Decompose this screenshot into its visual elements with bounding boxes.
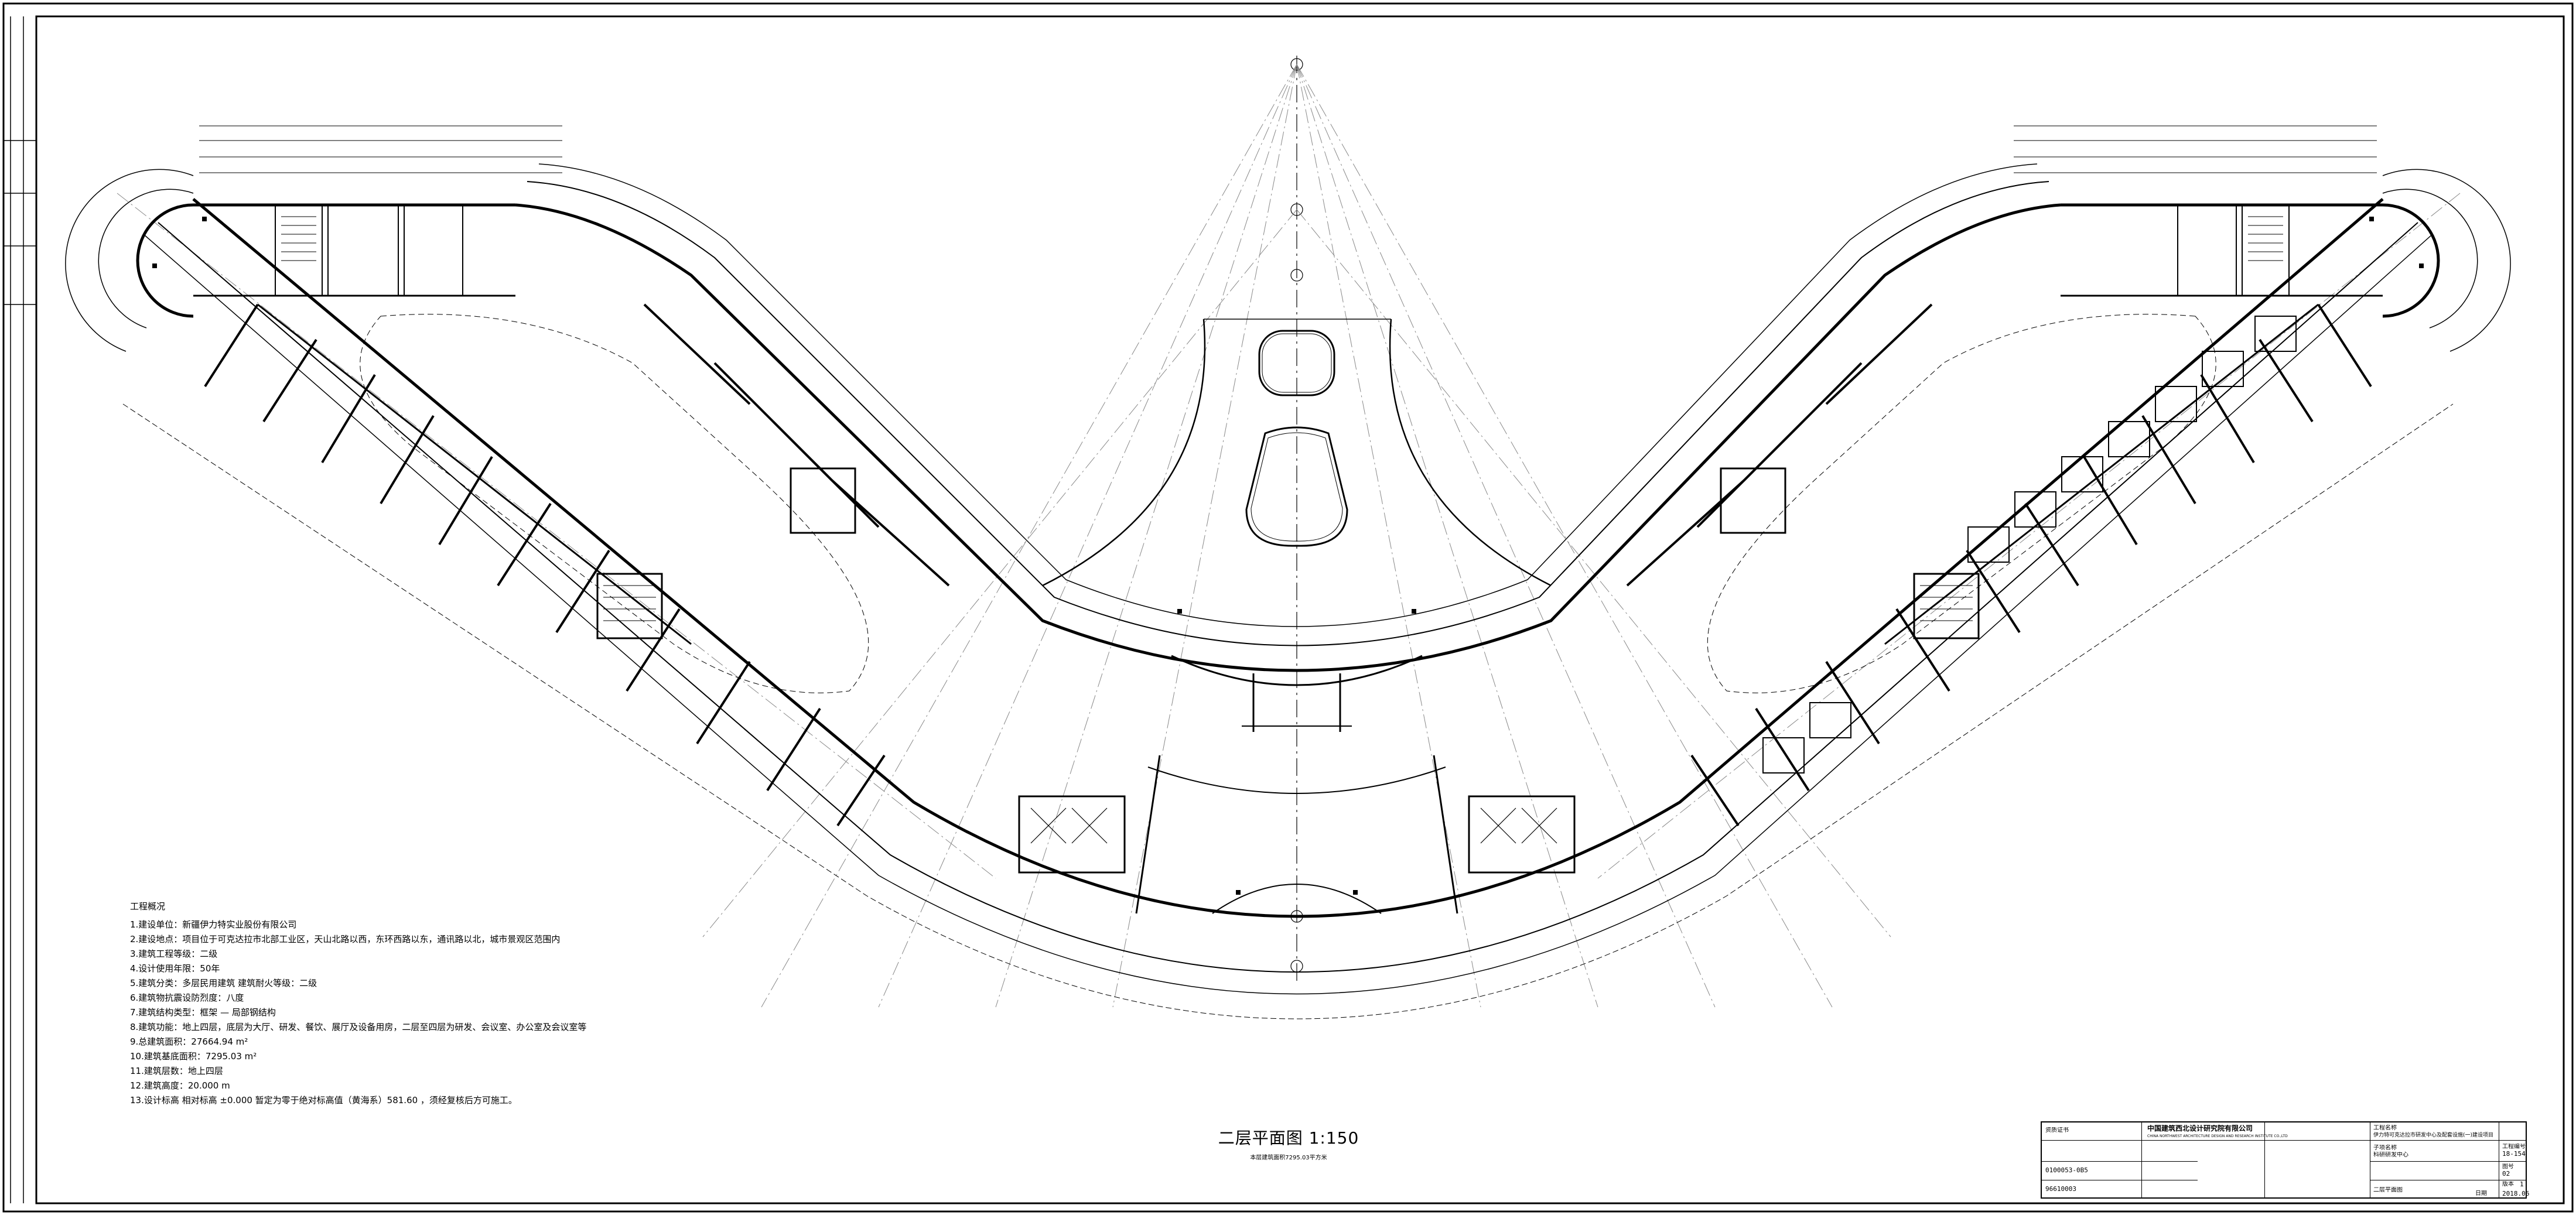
drawing-title: 二层平面图 xyxy=(1218,1128,1303,1148)
general-notes: 工程概况 1.建设单位：新疆伊力特实业股份有限公司 2.建设地点：项目位于可克达… xyxy=(130,899,587,1108)
project-number-label: 工程编号 xyxy=(2502,1144,2526,1150)
left-arm-rooms xyxy=(204,303,950,827)
date-label: 日期 xyxy=(2475,1190,2487,1197)
note-item: 9.总建筑面积：27664.94 m² xyxy=(130,1036,248,1047)
note-item: 11.建筑层数：地上四层 xyxy=(130,1066,223,1076)
drawing-number: 02 xyxy=(2502,1170,2510,1178)
note-item: 5.建筑分类：多层民用建筑 建筑耐火等级：二级 xyxy=(130,978,317,988)
sub-item: 科研研发中心 xyxy=(2373,1152,2408,1158)
note-item: 10.建筑基底面积：7295.03 m² xyxy=(130,1051,257,1062)
sheet-inner-frame xyxy=(35,15,2565,1204)
sheet-drawing-name: 二层平面图 xyxy=(2373,1187,2403,1193)
central-axis xyxy=(1290,56,1303,984)
building-outline xyxy=(122,163,2454,1019)
note-item: 13.设计标高 相对标高 ±0.000 暂定为零于绝对标高值（黄海系）581.6… xyxy=(130,1095,517,1106)
company-name-en: CHINA NORTHWEST ARCHITECTURE DESIGN AND … xyxy=(2147,1134,2288,1138)
note-item: 1.建设单位：新疆伊力特实业股份有限公司 xyxy=(130,919,297,930)
structural-columns xyxy=(152,217,2424,895)
date: 2018.06 xyxy=(2502,1190,2530,1197)
right-wing xyxy=(2014,125,2511,352)
right-arm-rooms xyxy=(1626,303,2372,827)
binding-strip xyxy=(4,16,36,1203)
version: 1 xyxy=(2520,1181,2524,1188)
notes-heading: 工程概况 xyxy=(130,901,166,912)
project-number: 18-154 xyxy=(2502,1151,2526,1158)
note-item: 4.设计使用年限：50年 xyxy=(130,963,220,974)
drawing-caption: 二层平面图 1:150 本层建筑面积7295.03平方米 xyxy=(1195,1125,1382,1161)
right-arm-small-rooms xyxy=(1762,316,2297,774)
note-item: 3.建筑工程等级：二级 xyxy=(130,949,218,959)
note-item: 12.建筑高度：20.000 m xyxy=(130,1080,230,1091)
company-name: 中国建筑西北设计研究院有限公司 xyxy=(2147,1125,2253,1132)
drawing-number-label: 图号 xyxy=(2502,1163,2514,1170)
project-name-label: 工程名称 xyxy=(2373,1125,2397,1131)
drawing-subtitle: 本层建筑面积7295.03平方米 xyxy=(1250,1155,1327,1161)
stair-cores xyxy=(596,467,1980,874)
sub-item-label: 子项名称 xyxy=(2373,1145,2397,1151)
cert-number-1: 0100053-0B5 xyxy=(2045,1167,2088,1174)
title-block: 资质证书 0100053-0B5 96610003 中国建筑西北设计研究院有限公… xyxy=(2041,1121,2530,1199)
cert-label: 资质证书 xyxy=(2045,1127,2069,1134)
left-wing xyxy=(65,125,562,352)
cert-number-2: 96610003 xyxy=(2045,1186,2076,1193)
version-label: 版本 xyxy=(2502,1181,2514,1187)
note-item: 8.建筑功能：地上四层，底层为大厅、研发、餐饮、展厅及设备用房，二层至四层为研发… xyxy=(130,1022,587,1032)
note-item: 7.建筑结构类型：框架 — 局部钢结构 xyxy=(130,1007,276,1018)
note-item: 6.建筑物抗震设防烈度：八度 xyxy=(130,992,244,1003)
drawing-scale: 1:150 xyxy=(1309,1128,1359,1148)
project-name: 伊力特可克达拉市研发中心及配套设施(一)建设项目 xyxy=(2373,1132,2494,1138)
central-plaza xyxy=(1042,319,1552,914)
note-item: 2.建设地点：项目位于可克达拉市北部工业区，天山北路以西，东环西路以东，通讯路以… xyxy=(130,934,561,944)
courtyard-outlines xyxy=(360,314,2216,693)
